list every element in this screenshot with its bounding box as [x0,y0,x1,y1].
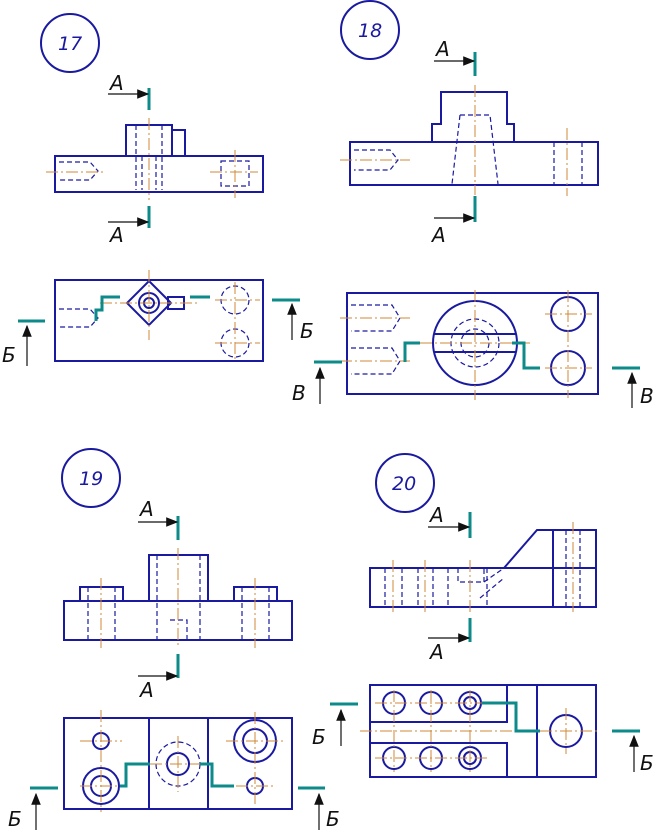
figure-17-front-view [46,118,264,200]
figure-19-number-circle [61,448,121,508]
figure-19-top-view [63,710,293,812]
figure-17-section-label-right: Б [300,319,314,343]
figure-18-top-view [340,290,599,400]
figure-19-number: 19 [79,468,103,490]
figure-18-number-circle [340,0,400,60]
figure-19-section-label-left: Б [8,807,22,831]
figure-18-section-label-top: А [434,37,450,61]
figure-18-section-label-right: В [640,384,654,408]
figure-20-section-label-left: Б [312,725,326,749]
figure-20-section-label-bottom: А [428,640,444,664]
figure-19-section-label-bottom: А [138,678,154,702]
figure-17-number-circle [40,13,100,73]
figure-18-front-view [340,85,599,196]
figure-18-number: 18 [358,20,382,42]
figure-17-number: 17 [58,33,82,55]
figure-18-section-label-bottom: А [430,223,446,247]
figure-20-front-view [369,522,597,612]
figure-17: 17 А А [2,13,314,367]
figure-19: 19 А А [8,448,340,831]
figure-19-section-label-right: Б [326,807,340,831]
figure-17-section-label-bottom: А [108,223,124,247]
figure-20-section-label-top: А [428,503,444,527]
figure-20-top-view [360,684,600,778]
figure-17-top-view [54,270,264,362]
figure-20: 20 А А [312,453,654,778]
figure-20-number-circle [375,453,435,513]
figure-19-section-label-top: А [138,497,154,521]
figure-19-front-view [63,548,293,648]
figure-17-section-label-left: Б [2,343,16,367]
figure-18-section-label-left: В [292,381,306,405]
figure-20-section-label-right: Б [640,751,654,775]
figure-17-section-label-top: А [108,71,124,95]
figure-18: 18 А А [292,0,654,408]
figure-20-number: 20 [392,473,416,495]
